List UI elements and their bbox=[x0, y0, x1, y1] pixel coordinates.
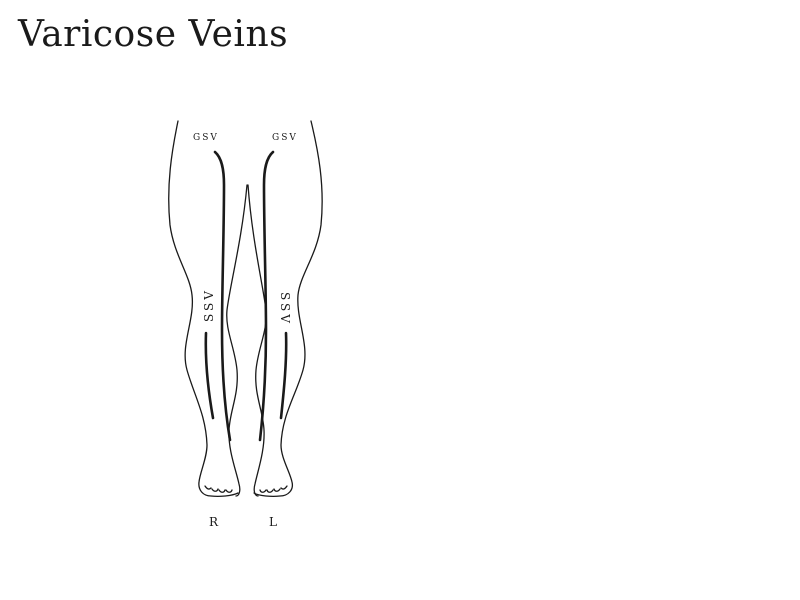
right-leg-outer-outline bbox=[168, 120, 239, 498]
right-foot-toes bbox=[204, 485, 233, 493]
page-title: Varicose Veins bbox=[18, 14, 289, 55]
left-great-saphenous-vein bbox=[258, 150, 275, 442]
label-ssv-left: SSV bbox=[278, 292, 292, 326]
label-side-left: L bbox=[269, 515, 277, 529]
left-small-saphenous-vein bbox=[279, 331, 288, 420]
left-leg-outer-outline bbox=[253, 120, 323, 498]
label-side-right: R bbox=[209, 515, 219, 529]
left-leg-inner-outline bbox=[247, 184, 267, 497]
right-leg-inner-outline bbox=[226, 184, 248, 497]
left-foot-toes bbox=[259, 485, 288, 493]
right-small-saphenous-vein bbox=[204, 331, 215, 420]
left-leg bbox=[247, 120, 323, 498]
label-gsv-right: GSV bbox=[193, 133, 219, 143]
right-leg bbox=[168, 120, 248, 498]
label-gsv-left: GSV bbox=[272, 133, 298, 143]
right-great-saphenous-vein bbox=[213, 150, 232, 442]
label-ssv-right: SSV bbox=[202, 288, 216, 322]
